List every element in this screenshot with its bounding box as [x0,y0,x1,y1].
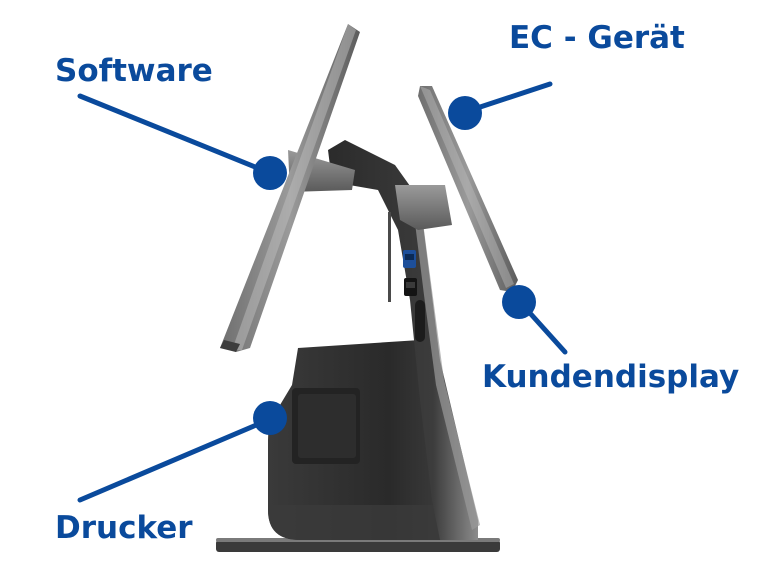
power-button-icon [415,300,425,342]
label-drucker: Drucker [55,510,193,546]
callout-line-software [77,93,273,176]
label-software: Software [55,53,213,89]
base-plate [216,538,500,552]
side-ports [403,250,425,342]
callout-dot-kundendisplay [502,285,536,319]
main-screen [220,24,360,352]
callout-line-drucker [77,417,271,503]
callout-dot-drucker [253,401,287,435]
right-screen-arm [395,185,452,230]
label-ec-geraet: EC - Gerät [509,20,685,56]
callout-dot-ec [448,96,482,130]
callout-dot-software [253,156,287,190]
customer-display [418,86,518,292]
callout-dots [253,96,536,435]
label-kundendisplay: Kundendisplay [482,359,740,395]
center-column [328,140,480,540]
